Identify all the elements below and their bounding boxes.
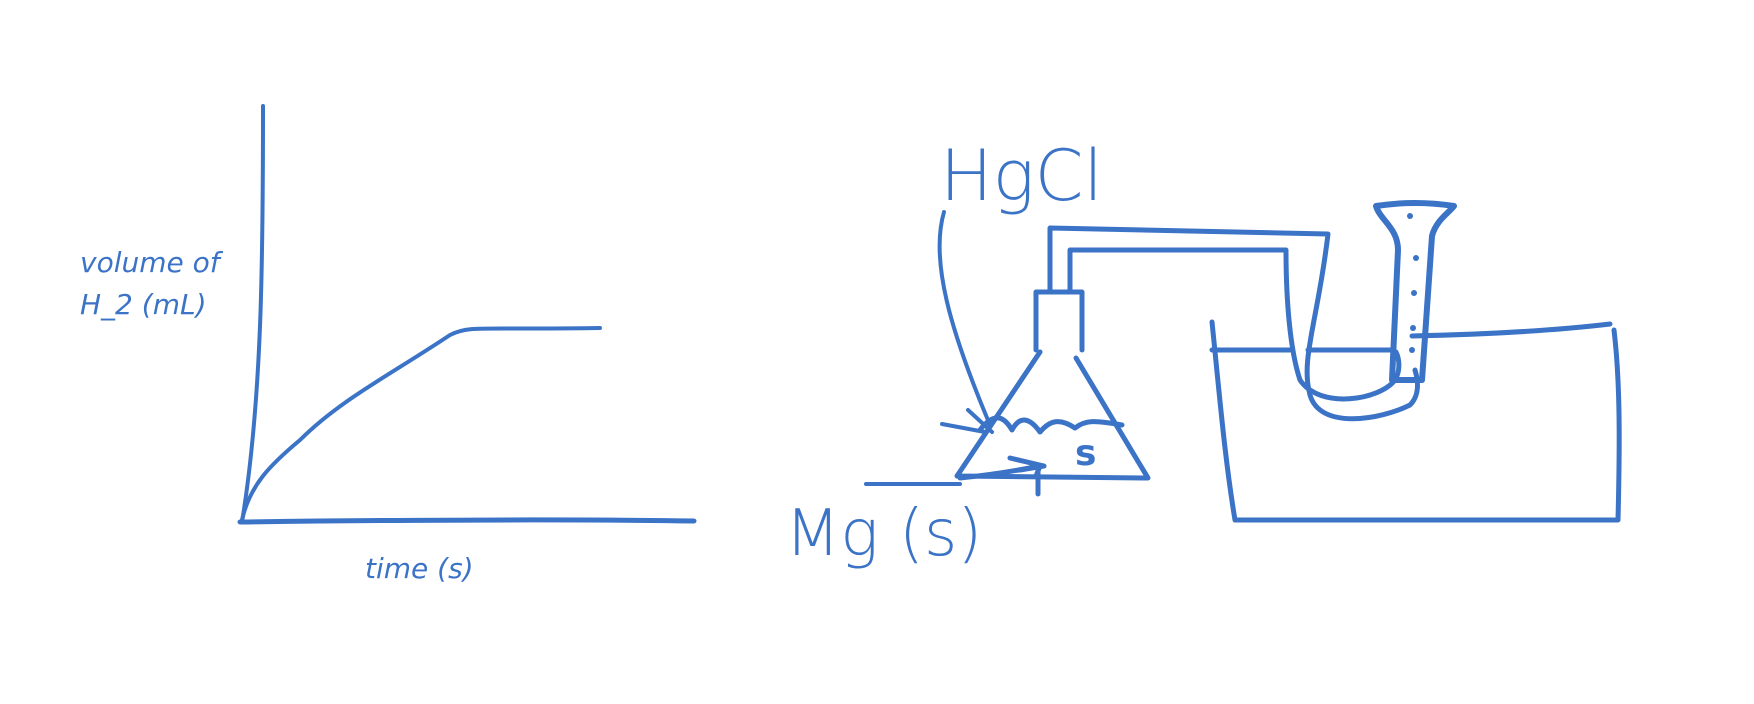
magnesium-solid (957, 455, 1047, 497)
x-axis-label: time (s) (365, 552, 474, 585)
y-axis (240, 104, 265, 524)
graduation-mark (1410, 325, 1416, 331)
y-axis-label-line1: volume of (80, 246, 224, 279)
delivery-tube-inner (1067, 247, 1402, 402)
liquid-surface (977, 415, 1125, 435)
measuring-cylinder (1373, 200, 1457, 383)
conical-flask (954, 349, 1151, 481)
volume-curve (240, 326, 602, 522)
volume-time-graph: volume of H_2 (mL) time (s) (80, 104, 697, 585)
acid-label: HgCl (940, 135, 1103, 217)
x-axis (237, 517, 697, 525)
acid-pointer-line (937, 210, 992, 427)
y-axis-label-line2: H_2 (mL) (80, 288, 207, 321)
flask-content-label: s (1075, 433, 1096, 474)
graduation-mark (1409, 347, 1415, 353)
graduation-mark (1407, 213, 1413, 219)
stopper (1033, 289, 1085, 353)
metal-label: Mg (s) (785, 497, 982, 571)
graduation-mark (1413, 255, 1419, 261)
delivery-tube-outer (1047, 225, 1420, 422)
water-trough (1209, 319, 1622, 523)
water-level (1209, 321, 1613, 353)
graduation-mark (1411, 290, 1417, 296)
cylinder-graduations (1407, 213, 1419, 353)
gas-collection-apparatus: HgCl Mg (s) s (785, 135, 1622, 571)
